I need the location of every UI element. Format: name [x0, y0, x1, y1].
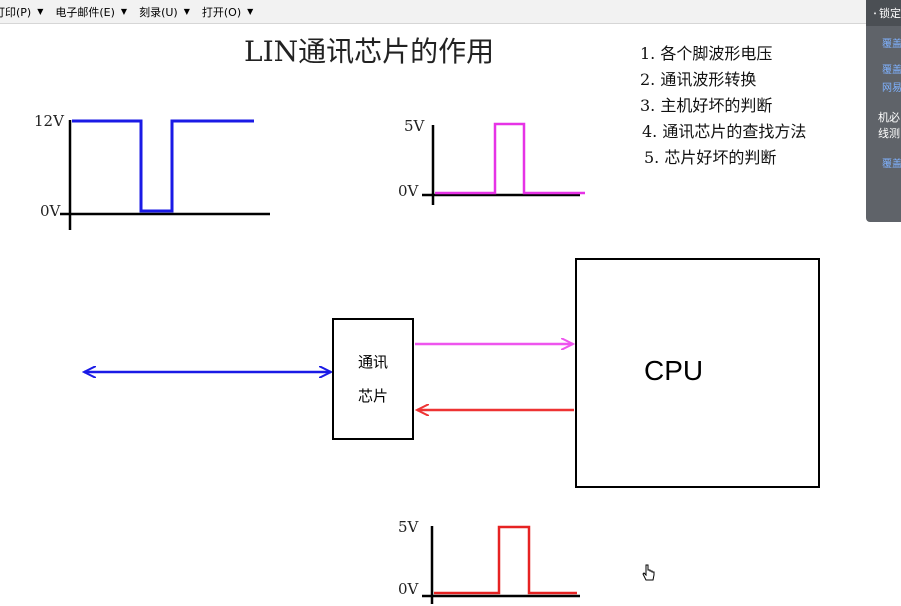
menu-burn[interactable]: 刻录(U) ▼ [139, 0, 202, 24]
side-link-2[interactable]: 覆盖 [882, 65, 901, 76]
side-text-2: 线测 [878, 127, 900, 140]
chevron-down-icon[interactable]: ▼ [247, 7, 254, 16]
menu-burn-label: 刻录(U) [139, 5, 178, 19]
menu-bar: 打印(P) ▼ 电子邮件(E) ▼ 刻录(U) ▼ 打开(O) ▼ [0, 0, 901, 24]
menu-print[interactable]: 打印(P) ▼ [0, 0, 55, 24]
chevron-down-icon[interactable]: ▼ [37, 7, 44, 16]
side-text-1: 机必 [878, 111, 900, 124]
magenta-wave-low-label: 0V [398, 182, 419, 200]
blue-wave-high-label: 12V [34, 112, 64, 130]
slide-title: LIN通讯芯片的作用 [244, 35, 495, 68]
notes-list: 1. 各个脚波形电压 2. 通讯波形转换 3. 主机好坏的判断 4. 通讯芯片的… [640, 40, 806, 170]
note-item: 5. 芯片好坏的判断 [644, 148, 777, 167]
red-waveform [434, 525, 577, 595]
side-panel-title: 锁定 [879, 7, 901, 20]
menu-print-label: 打印(P) [0, 5, 32, 19]
chevron-down-icon[interactable]: ▼ [183, 7, 190, 16]
cpu-label: CPU [644, 355, 704, 386]
side-link-4[interactable]: 覆盖 [882, 159, 901, 170]
note-item: 1. 各个脚波形电压 [640, 44, 773, 63]
menu-email[interactable]: 电子邮件(E) ▼ [55, 0, 139, 24]
blue-wave-axes [60, 120, 270, 230]
side-link-3[interactable]: 网易 [882, 83, 901, 94]
magenta-wave-axes [422, 125, 580, 205]
blue-wave-low-label: 0V [40, 202, 61, 220]
note-item: 4. 通讯芯片的查找方法 [642, 122, 807, 141]
chip-label-line2: 芯片 [357, 387, 388, 405]
red-wave-high-label: 5V [398, 518, 419, 536]
magenta-wave-high-label: 5V [404, 117, 425, 135]
note-item: 2. 通讯波形转换 [640, 70, 757, 89]
comm-chip-box: 通讯 芯片 [332, 318, 414, 440]
magenta-waveform [435, 122, 585, 195]
cpu-box [575, 258, 820, 488]
note-item: 3. 主机好坏的判断 [640, 96, 773, 115]
chip-label-line1: 通讯 [357, 353, 388, 371]
menu-email-label: 电子邮件(E) [55, 5, 115, 19]
chevron-down-icon[interactable]: ▼ [120, 7, 128, 16]
side-panel-header[interactable]: 锁定 [866, 0, 901, 26]
red-wave-low-label: 0V [398, 580, 419, 598]
red-wave-axes [422, 526, 580, 604]
blue-waveform [72, 119, 254, 213]
menu-open-label: 打开(O) [201, 5, 242, 19]
side-link-1[interactable]: 覆盖 [882, 39, 901, 50]
menu-open[interactable]: 打开(O) ▼ [202, 0, 265, 24]
hand-cursor-icon [642, 564, 655, 581]
side-panel: 锁定 覆盖 覆盖 网易 机必 线测 覆盖 [866, 0, 901, 222]
lock-icon [874, 11, 876, 15]
